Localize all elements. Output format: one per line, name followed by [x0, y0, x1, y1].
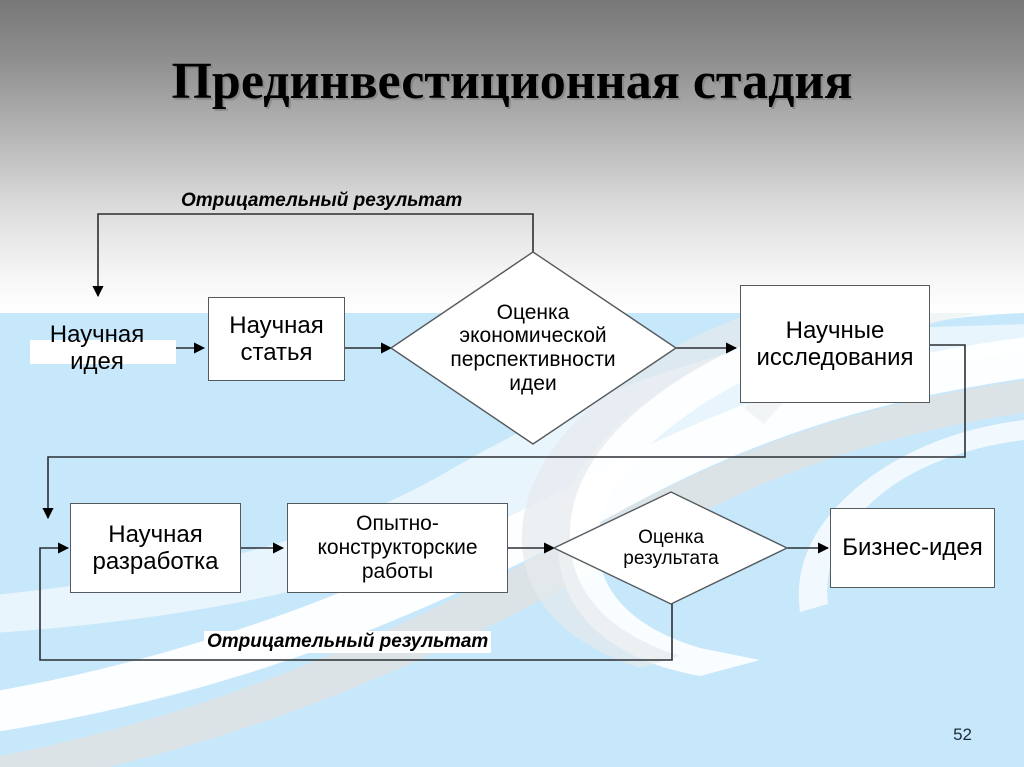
node-ocenka-perspektivnosti-label: Оценка экономической перспективности иде…	[450, 300, 616, 395]
node-okr-label: Опытно- конструкторские работы	[317, 512, 478, 583]
node-ocenka-perspektivnosti[interactable]: Оценка экономической перспективности иде…	[413, 266, 653, 430]
page-number: 52	[953, 725, 972, 744]
node-biznes-ideya-label: Бизнес-идея	[842, 534, 983, 562]
edge-feedback-negative-top	[92, 213, 534, 298]
node-nauchnye-issledovaniya[interactable]: Научные исследования	[740, 285, 930, 403]
node-nauchnaya-statya-label: Научная статья	[229, 311, 324, 366]
node-nauchnaya-razrabotka[interactable]: Научная разработка	[70, 503, 241, 593]
edge-label-negative-result-top: Отрицательный результат	[181, 190, 463, 211]
highlight-strip-nauchnaya-ideya	[30, 340, 176, 364]
node-nauchnaya-razrabotka-label: Научная разработка	[92, 520, 219, 575]
node-nauchnaya-ideya-label: Научная идея	[49, 320, 145, 375]
page-title: Прединвестиционная стадия	[171, 53, 853, 110]
node-ocenka-rezultata-label: Оценка результата	[623, 526, 719, 569]
node-nauchnye-issledovaniya-label: Научные исследования	[756, 316, 914, 371]
edge-issledovaniya-to-razrabotka	[42, 344, 966, 520]
edge-feedback-negative-bottom	[39, 542, 673, 661]
node-ocenka-rezultata[interactable]: Оценка результата	[592, 512, 750, 584]
node-biznes-ideya[interactable]: Бизнес-идея	[830, 508, 995, 588]
node-nauchnaya-ideya[interactable]: Научная идея	[32, 312, 162, 384]
node-nauchnaya-statya[interactable]: Научная статья	[208, 297, 345, 381]
node-okr[interactable]: Опытно- конструкторские работы	[287, 503, 508, 593]
edge-label-negative-result-bottom: Отрицательный результат	[204, 631, 492, 653]
